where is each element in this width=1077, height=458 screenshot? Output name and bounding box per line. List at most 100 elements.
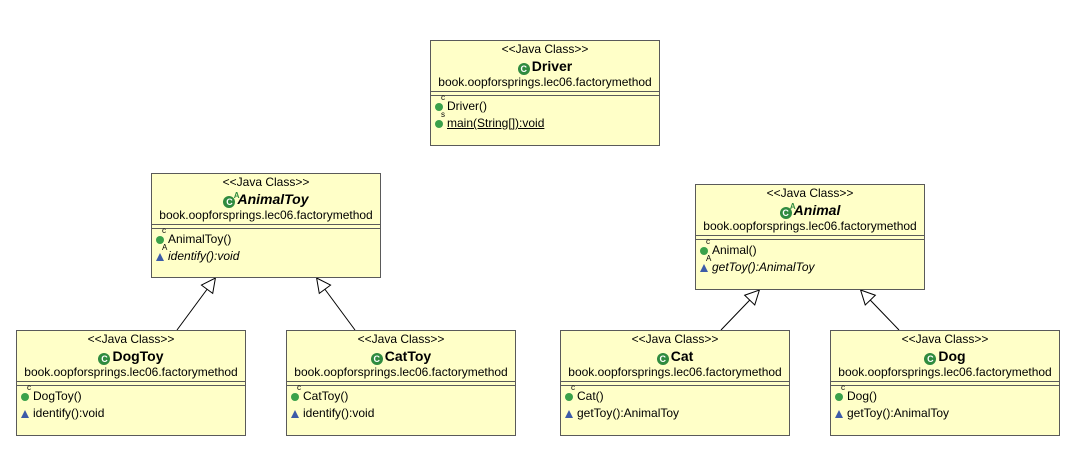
package-method-icon (565, 406, 577, 423)
attributes-divider (696, 235, 924, 236)
public-method-icon: c (835, 384, 847, 406)
operation-signature: DogToy() (33, 389, 82, 403)
stereotype-label: <<Java Class>> (631, 332, 719, 346)
stereotype-label: <<Java Class>> (766, 186, 854, 200)
stereotype-label: <<Java Class>> (87, 332, 175, 346)
class-icon: C (98, 353, 111, 365)
operation-signature: AnimalToy() (168, 232, 232, 246)
attributes-divider (152, 224, 380, 225)
package-label: book.oopforsprings.lec06.factorymethod (294, 365, 508, 379)
generalization-arrowhead-cat (743, 289, 761, 306)
package-method-icon (835, 406, 847, 423)
class-icon: C (370, 353, 383, 365)
generalization-arrowhead-dogtoy (200, 277, 217, 295)
operations-divider (561, 385, 789, 386)
package-label: book.oopforsprings.lec06.factorymethod (438, 75, 652, 89)
class-name-text: Driver (531, 58, 573, 74)
operation-signature: Dog() (847, 389, 878, 403)
operation-signature: Animal() (712, 243, 757, 257)
package-label: book.oopforsprings.lec06.factorymethod (838, 365, 1052, 379)
operation-row[interactable]: identify():void (291, 405, 515, 422)
generalization-arrowhead-cattoy (315, 277, 332, 295)
operation-signature: CatToy() (303, 389, 349, 403)
class-name-text: Cat (670, 348, 694, 364)
operation-signature: main(String[]):void (447, 116, 545, 130)
class-name-text: CatToy (384, 348, 432, 364)
operations-divider (431, 95, 659, 96)
attributes-divider (561, 381, 789, 382)
operation-row[interactable]: identify():void (21, 405, 245, 422)
package-method-icon (21, 406, 33, 423)
operation-row[interactable]: getToy():AnimalToy (835, 405, 1059, 422)
package-label: book.oopforsprings.lec06.factorymethod (568, 365, 782, 379)
class-name-text: Dog (938, 348, 966, 364)
operation-row[interactable]: getToy():AnimalToy (565, 405, 789, 422)
generalization-line-dogtoy (176, 288, 208, 331)
class-name-text: AnimalToy (237, 191, 309, 207)
generalization-line-dog (869, 299, 900, 331)
operation-signature: identify():void (303, 406, 375, 420)
operation-signature: getToy():AnimalToy (847, 406, 950, 420)
public-method-icon: c (156, 227, 168, 249)
stereotype-label: <<Java Class>> (357, 332, 445, 346)
public-method-icon: c (565, 384, 577, 406)
package-label: book.oopforsprings.lec06.factorymethod (159, 208, 373, 222)
attributes-divider (831, 381, 1059, 382)
operations-divider (17, 385, 245, 386)
package-method-icon (291, 406, 303, 423)
public-method-icon: c (700, 238, 712, 260)
public-method-icon: s (435, 111, 447, 133)
operation-signature: identify():void (168, 249, 240, 263)
generalization-line-cat (720, 299, 751, 331)
attributes-divider (287, 381, 515, 382)
attributes-divider (17, 381, 245, 382)
class-icon: C (517, 63, 530, 75)
operations-divider (152, 228, 380, 229)
class-icon: C (924, 353, 937, 365)
stereotype-label: <<Java Class>> (222, 175, 310, 189)
class-name-text: DogToy (112, 348, 164, 364)
package-label: book.oopforsprings.lec06.factorymethod (703, 219, 917, 233)
package-method-icon: A (156, 244, 168, 266)
class-name-text: Animal (793, 202, 841, 218)
operation-signature: Cat() (577, 389, 604, 403)
stereotype-label: <<Java Class>> (501, 42, 589, 56)
